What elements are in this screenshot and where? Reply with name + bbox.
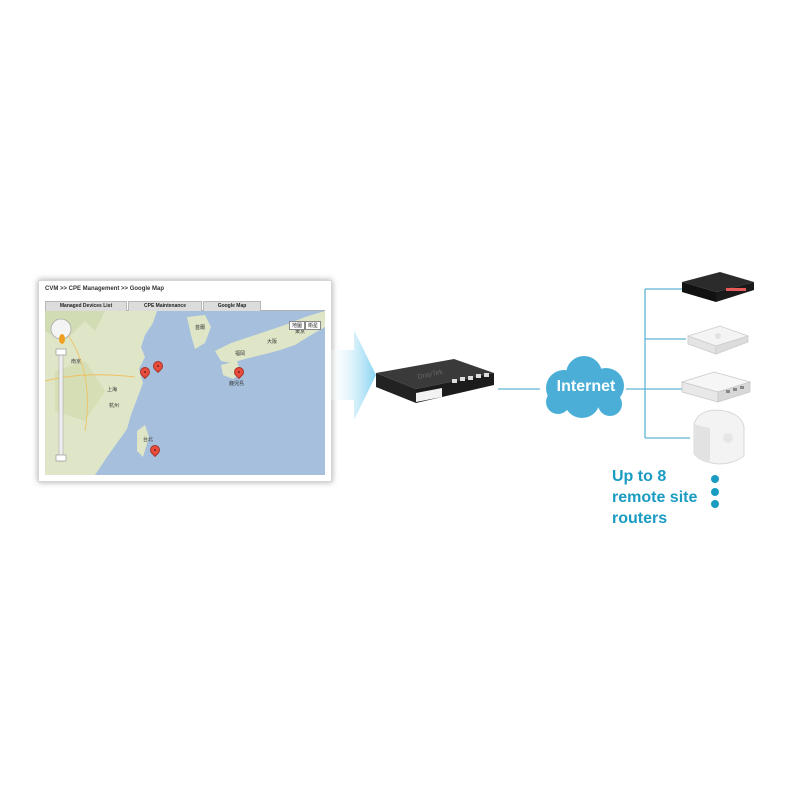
caption-line-3: routers [612,510,668,527]
ellipsis-dot-icon [711,488,719,496]
ellipsis-dot-icon [711,475,719,483]
map-terrain: 上海 杭州 南京 台北 東京 大阪 福岡 首爾 鹿児島 [45,311,325,475]
map-label-hangzhou: 杭州 [109,402,119,409]
internet-cloud-icon [546,356,624,418]
remote-router-white-vertical-icon [693,409,745,465]
cvm-google-map-screenshot: CVM >> CPE Management >> Google Map Mana… [38,280,332,482]
tab-bar: Managed Devices List CPE Maintenance Goo… [45,301,325,311]
map-type-map-button[interactable]: 地圖 [288,321,305,330]
map-type-switch: 地圖衛星 [288,314,321,332]
caption-line-1: Up to 8 [612,468,667,485]
remote-router-black-icon [682,272,754,302]
tab-google-map[interactable]: Google Map [203,301,261,311]
remote-router-white-flat-icon [686,325,750,355]
remote-router-white-desktop-icon [680,371,752,403]
map-label-kagoshima: 鹿児島 [229,380,244,387]
google-map[interactable]: 上海 杭州 南京 台北 東京 大阪 福岡 首爾 鹿児島 地圖衛星 [45,311,325,475]
map-label-osaka: 大阪 [267,338,277,345]
map-label-seoul: 首爾 [195,324,205,331]
remote-sites-caption: Up to 8 remote site routers [612,466,697,529]
flow-arrow-icon [330,330,376,420]
caption-line-2: remote site [612,489,698,506]
map-label-tokyo: 東京 [295,328,305,335]
breadcrumb: CVM >> CPE Management >> Google Map [45,286,165,292]
map-label-shanghai: 上海 [107,386,117,393]
map-type-satellite-button[interactable]: 衛星 [304,321,321,330]
hub-router-icon: DrayTek [376,359,494,403]
map-label-fukuoka: 福岡 [235,350,245,357]
map-label-taipei: 台北 [143,436,153,443]
map-label-nanjing: 南京 [71,358,81,365]
tab-cpe-maintenance[interactable]: CPE Maintenance [128,301,202,311]
ellipsis-dot-icon [711,500,719,508]
tab-managed-devices-list[interactable]: Managed Devices List [45,301,127,311]
internet-label: Internet [556,378,616,395]
